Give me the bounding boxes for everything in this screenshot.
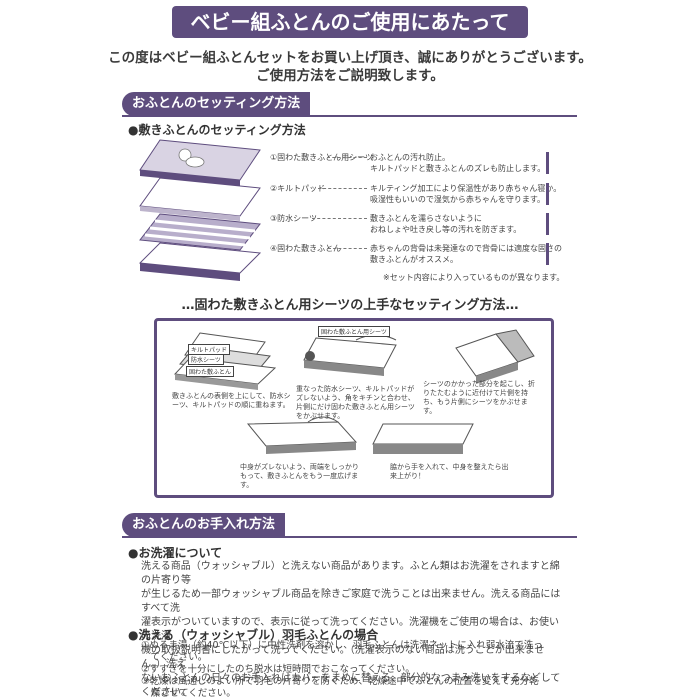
down-care-list: ①ぬるま湯（約40℃以下）に中性洗剤を溶かし、羽毛ふとんは洗濯ネットに入れ弱水流… <box>141 640 561 700</box>
sheet-setting-title: …固わた敷きふとん用シーツの上手なセッティング方法… <box>181 298 519 313</box>
step1-illustration <box>173 332 277 390</box>
intro-line-2: ご使用方法をご説明致します。 <box>256 68 444 84</box>
tag-futon: 固わた敷ふとん <box>186 366 235 377</box>
leader-line <box>318 188 367 189</box>
layer-desc-mattress-1: 赤ちゃんの背骨は未発達なので背骨には適度な固さの <box>370 244 562 253</box>
page-title-banner: ベビー組ふとんのご使用にあたって <box>172 6 528 38</box>
layer-bar <box>546 183 549 205</box>
wash-text-line: 洗える商品（ウォッシャブル）と洗えない商品があります。ふとん類はお洗濯をされます… <box>141 561 560 586</box>
down-care-item: 燥させてください。 <box>141 688 236 699</box>
step5-text: 脇から手を入れて、中身を整えたら出来上がり！ <box>390 463 509 480</box>
layer-label-waterproof: ③防水シーツ <box>270 214 318 223</box>
wash-heading: ●お洗濯について <box>128 546 223 560</box>
layer-bar <box>546 152 549 174</box>
section-care-title: おふとんのお手入れ方法 <box>122 513 286 537</box>
step2-illustration <box>303 334 397 376</box>
layer-desc-waterproof-1: 敷きふとんを濡らさないように <box>370 214 482 223</box>
layer-desc-quilt-2: 吸湿性もいいので湿気から赤ちゃんを守ります。 <box>370 195 546 204</box>
layer-desc-sheet-2: キルトパッドと敷きふとんのズレも防止します。 <box>370 164 546 173</box>
futon-layers-illustration <box>138 139 262 281</box>
section-divider <box>122 536 577 538</box>
intro-line-1: この度はベビー組ふとんセットをお買い上げ頂き、誠にありがとうございます。 <box>108 50 592 66</box>
down-care-item: ②すすぎを十分にしたのち脱水は短時間でおこなってください。 <box>141 664 415 675</box>
section-divider <box>122 115 577 117</box>
down-care-item: ③乾燥は風通しのよい所で羽毛の片寄りを防ぐため、乾燥途中でふとんの位置を変えて充… <box>141 676 539 687</box>
down-care-item: ①ぬるま湯（約40℃以下）に中性洗剤を溶かし、羽毛ふとんは洗濯ネットに入れ弱水流… <box>141 640 543 651</box>
wash-text-line: 機の取扱説明書にしたがって洗ってください。（洗濯表示のない商品は洗うことが出来ま… <box>141 645 545 670</box>
leader-line <box>328 248 367 249</box>
layer-desc-waterproof-2: おねしょや吐き戻し等の汚れを防ぎます。 <box>370 225 522 234</box>
layer-label-quilt: ②キルトパッド <box>270 184 326 193</box>
layer-desc-mattress-2: 敷きふとんがオススメ。 <box>370 255 458 264</box>
futon-layer-waterproof <box>139 213 261 251</box>
layer-label-mattress: ④固わた敷きふとん <box>270 244 342 253</box>
step3-illustration <box>455 329 535 384</box>
down-heading: ●洗える（ウォッシャブル）羽毛ふとんの場合 <box>128 628 379 642</box>
step2-text: 重なった防水シーツ、キルトパッドがズレないよう、角をキチンと合わせ、片側にだけ固… <box>296 385 415 420</box>
set-content-note: ※セット内容により入っているものが異なります。 <box>383 273 565 282</box>
step3-text: シーツのかかった部分を起こし、折りたたむように近付けて片側を持ち、もう片側にシー… <box>423 380 535 415</box>
instructions-box <box>154 318 554 498</box>
tag-sheet: 固わた敷ふとん用シーツ <box>318 326 390 337</box>
step4-illustration <box>246 416 358 454</box>
wash-text-line: 濯表示がついていますので、表示に従って洗ってください。洗濯機をご使用の場合は、お… <box>141 617 559 642</box>
futon-layer-mattress <box>138 242 262 281</box>
futon-layer-sheet <box>139 139 261 186</box>
layer-bar <box>546 243 549 265</box>
layer-bar <box>546 213 549 235</box>
step1-text: 敷きふとんの表側を上にして、防水シーツ、キルトパッドの順に重ねます。 <box>172 392 291 409</box>
futon-layer-quilt <box>139 177 261 221</box>
sub-heading-setting: ●敷きふとんのセッティング方法 <box>128 123 306 137</box>
down-care-item: てください。 <box>141 652 208 663</box>
step4-text: 中身がズレないよう、両端をしっかりもって、敷きふとんをもう一度広げます。 <box>240 463 359 489</box>
leader-line <box>327 157 367 158</box>
wash-text-line: が生じるため一部ウォッシャブル商品を除きご家庭で洗うことは出来ません。洗える商品… <box>141 589 561 614</box>
wash-text-line: ないおふとんの日々のお手入れはカバーをまめに替える、部分的なつまみ洗いをするなど… <box>141 673 561 698</box>
section-setting-title: おふとんのセッティング方法 <box>122 92 311 116</box>
leader-line <box>312 218 367 219</box>
layer-label-sheet: ①固わた敷きふとん用シーツ <box>270 153 374 162</box>
step5-illustration <box>372 423 474 454</box>
layer-desc-sheet-1: おふとんの汚れ防止。 <box>370 153 450 162</box>
layer-desc-quilt-1: キルティング加工により保温性があり赤ちゃん寝か。 <box>370 184 562 193</box>
wash-text: 洗える商品（ウォッシャブル）と洗えない商品があります。ふとん類はお洗濯をされます… <box>141 560 561 700</box>
tag-waterproof: 防水シーツ <box>188 354 224 365</box>
